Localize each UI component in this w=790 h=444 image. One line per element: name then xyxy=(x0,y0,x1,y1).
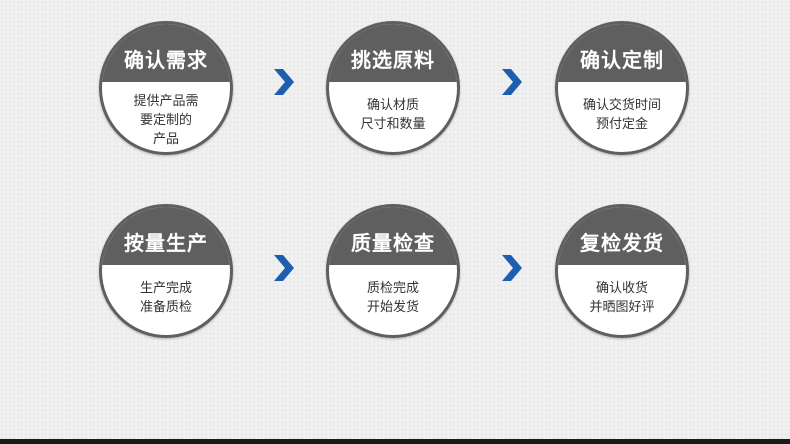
step-recheck-shipping: 复检发货 确认收货 并晒图好评 xyxy=(555,204,689,338)
step-title: 挑选原料 xyxy=(329,24,457,82)
step-description-line: 确认交货时间 xyxy=(582,98,661,113)
step-description-line: 要定制的 xyxy=(139,113,192,128)
step-description: 生产完成 准备质检 xyxy=(116,279,216,317)
chevron-right-icon xyxy=(500,69,524,95)
step-description-line: 开始发货 xyxy=(366,300,419,315)
step-description-line: 并晒图好评 xyxy=(589,300,655,315)
step-description-line: 产品 xyxy=(152,132,179,147)
step-description-line: 提供产品需 xyxy=(133,94,199,109)
step-title: 确认定制 xyxy=(558,24,686,82)
step-description-line: 准备质检 xyxy=(139,300,192,315)
step-description: 提供产品需 要定制的 产品 xyxy=(116,92,216,149)
step-confirm-customization: 确认定制 确认交货时间 预付定金 xyxy=(555,21,689,155)
step-description-line: 生产完成 xyxy=(139,281,192,296)
step-description-line: 预付定金 xyxy=(595,117,648,132)
step-description: 确认材质 尺寸和数量 xyxy=(343,96,443,134)
step-title: 确认需求 xyxy=(102,24,230,82)
step-title: 复检发货 xyxy=(558,207,686,265)
step-description: 确认交货时间 预付定金 xyxy=(572,96,672,134)
step-confirm-requirements: 确认需求 提供产品需 要定制的 产品 xyxy=(99,21,233,155)
chevron-right-icon xyxy=(272,69,296,95)
step-mass-production: 按量生产 生产完成 准备质检 xyxy=(99,204,233,338)
step-title: 质量检查 xyxy=(329,207,457,265)
step-description: 确认收货 并晒图好评 xyxy=(572,279,672,317)
bottom-divider xyxy=(0,439,790,444)
step-description: 质检完成 开始发货 xyxy=(343,279,443,317)
step-select-materials: 挑选原料 确认材质 尺寸和数量 xyxy=(326,21,460,155)
step-description-line: 确认收货 xyxy=(595,281,648,296)
chevron-right-icon xyxy=(272,255,296,281)
step-title: 按量生产 xyxy=(102,207,230,265)
step-description-line: 质检完成 xyxy=(366,281,419,296)
step-description-line: 尺寸和数量 xyxy=(360,117,426,132)
step-description-line: 确认材质 xyxy=(366,98,419,113)
chevron-right-icon xyxy=(500,255,524,281)
step-quality-inspection: 质量检查 质检完成 开始发货 xyxy=(326,204,460,338)
